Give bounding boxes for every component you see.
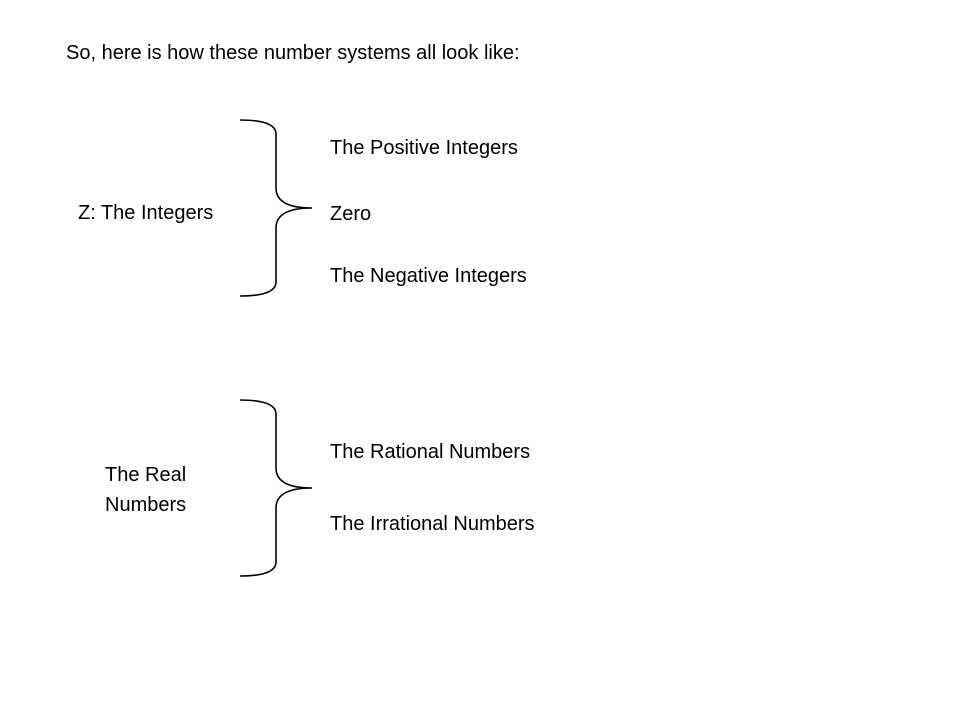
page-heading: So, here is how these number systems all… [66, 42, 520, 64]
member-positive-integers: The Positive Integers [330, 137, 518, 159]
member-rational-numbers: The Rational Numbers [330, 441, 531, 463]
real-numbers-bracket [239, 399, 313, 577]
member-zero: Zero [330, 203, 372, 225]
member-negative-integers: The Negative Integers [330, 265, 527, 287]
member-irrational-numbers: The Irrational Numbers [330, 513, 535, 535]
integers-bracket [239, 119, 313, 297]
real-numbers-label: The Real Numbers [105, 464, 187, 516]
integers-label: Z: The Integers [78, 202, 214, 224]
